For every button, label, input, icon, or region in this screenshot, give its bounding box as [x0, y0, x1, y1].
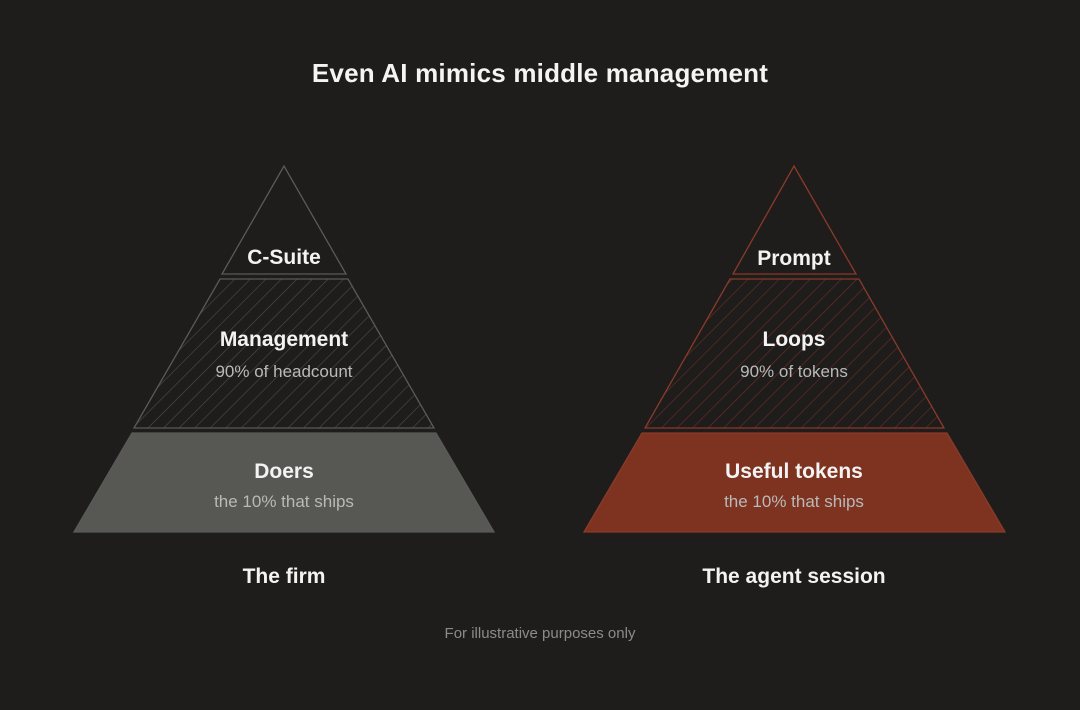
firm-bottom-sublabel: the 10% that ships	[214, 492, 354, 511]
agent-bottom-tier	[582, 432, 1007, 533]
firm-bottom-label: Doers	[254, 460, 314, 483]
firm-pyramid: C-Suite Management 90% of headcount Doer…	[72, 164, 496, 588]
firm-top-tier	[220, 164, 348, 275]
agent-middle-label: Loops	[763, 328, 826, 351]
firm-top-label: C-Suite	[247, 246, 321, 269]
footnote: For illustrative purposes only	[444, 625, 636, 642]
firm-bottom-tier	[72, 432, 496, 533]
agent-bottom-label: Useful tokens	[725, 460, 863, 483]
firm-caption: The firm	[243, 565, 326, 588]
diagram-title: Even AI mimics middle management	[311, 58, 769, 88]
firm-middle-label: Management	[220, 328, 348, 351]
agent-top-tier	[731, 164, 858, 275]
agent-middle-sublabel: 90% of tokens	[740, 362, 848, 381]
agent-top-label: Prompt	[757, 247, 831, 270]
agent-middle-tier	[643, 278, 946, 429]
agent-bottom-sublabel: the 10% that ships	[724, 492, 864, 511]
agent-pyramid: Prompt Loops 90% of tokens Useful tokens…	[582, 164, 1007, 588]
agent-caption: The agent session	[702, 565, 885, 588]
firm-middle-sublabel: 90% of headcount	[215, 362, 352, 381]
firm-middle-tier	[132, 278, 436, 429]
